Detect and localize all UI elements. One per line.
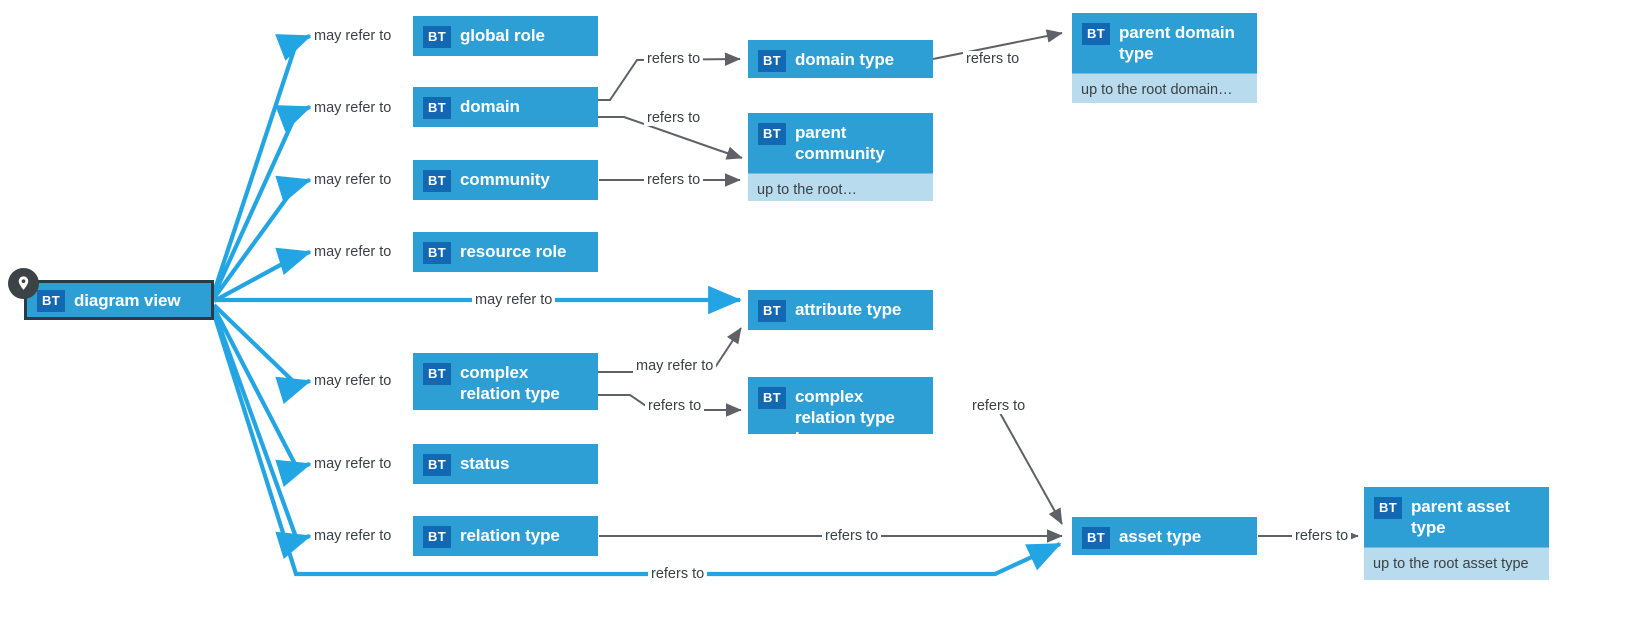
- edge-label-e13: refers to: [644, 172, 704, 188]
- node-community[interactable]: BT community: [413, 160, 598, 200]
- node-header: BT global role: [413, 16, 598, 57]
- bt-badge-icon: BT: [758, 300, 786, 322]
- node-title: relation type: [459, 526, 560, 545]
- node-title: attribute type: [794, 300, 902, 319]
- edge-label-e8: may refer to: [311, 528, 395, 544]
- node-header: BT attribute type: [748, 290, 933, 331]
- map-pin-glyph: [18, 276, 29, 290]
- edge-label-e7: may refer to: [311, 456, 395, 472]
- edge-e4: [212, 247, 312, 303]
- bt-badge-icon: BT: [37, 290, 65, 312]
- edge-label-e16: refers to: [969, 398, 1029, 414]
- node-parent-asset-type[interactable]: BT parent asset type up to the root asse…: [1364, 487, 1549, 580]
- node-relation-type[interactable]: BT relation type: [413, 516, 598, 556]
- bt-badge-icon: BT: [1374, 497, 1402, 519]
- node-attribute-type[interactable]: BT attribute type: [748, 290, 933, 330]
- node-subtitle: up to the root asset type: [1364, 547, 1549, 580]
- edge-label-e15: refers to: [645, 398, 705, 414]
- node-header: BT complex relation type leg: [748, 377, 933, 458]
- edge-label-e6: may refer to: [311, 373, 395, 389]
- node-global-role[interactable]: BT global role: [413, 16, 598, 56]
- bt-badge-icon: BT: [423, 97, 451, 119]
- node-title: global role: [459, 26, 545, 45]
- edge-e7: [212, 307, 312, 488]
- node-title: parent community: [794, 123, 885, 163]
- edge-label-e12: refers to: [963, 51, 1023, 67]
- node-asset-type[interactable]: BT asset type: [1072, 517, 1257, 555]
- node-subtitle: up to the root…: [748, 173, 933, 201]
- node-domain[interactable]: BT domain: [413, 87, 598, 127]
- node-subtitle: up to the root domain…: [1072, 73, 1257, 103]
- node-status[interactable]: BT status: [413, 444, 598, 484]
- edge-e3: [212, 175, 312, 300]
- bt-badge-icon: BT: [423, 363, 451, 385]
- node-title: resource role: [459, 242, 567, 261]
- node-title: diagram view: [73, 291, 181, 310]
- bt-badge-icon: BT: [758, 50, 786, 72]
- bt-badge-icon: BT: [758, 387, 786, 409]
- edge-label-e3: may refer to: [311, 172, 395, 188]
- bt-badge-icon: BT: [423, 26, 451, 48]
- node-title: domain: [459, 97, 520, 116]
- edge-label-e14: may refer to: [633, 358, 717, 374]
- node-title: community: [459, 170, 550, 189]
- bt-badge-icon: BT: [423, 454, 451, 476]
- node-header: BT community: [413, 160, 598, 201]
- edge-label-e11: refers to: [644, 110, 704, 126]
- node-title: status: [459, 454, 510, 473]
- node-header: BT resource role: [413, 232, 598, 273]
- edge-e2: [212, 105, 312, 296]
- bt-badge-icon: BT: [423, 242, 451, 264]
- edge-e8: [212, 310, 312, 560]
- edge-label-e5: may refer to: [472, 292, 556, 308]
- node-header: BT parent community: [748, 113, 933, 173]
- node-header: BT relation type: [413, 516, 598, 557]
- node-header: BT parent asset type: [1364, 487, 1549, 547]
- bt-badge-icon: BT: [423, 526, 451, 548]
- node-complex-relation-type-leg[interactable]: BT complex relation type leg: [748, 377, 933, 448]
- node-parent-domain-type[interactable]: BT parent domain type up to the root dom…: [1072, 13, 1257, 103]
- node-title: domain type: [794, 50, 894, 69]
- bt-badge-icon: BT: [1082, 23, 1110, 45]
- node-title: parent asset type: [1410, 497, 1510, 537]
- bt-badge-icon: BT: [758, 123, 786, 145]
- node-diagram-view[interactable]: BT diagram view: [24, 280, 214, 320]
- edge-label-e2: may refer to: [311, 100, 395, 116]
- edge-label-e9: refers to: [648, 566, 708, 582]
- edge-e1: [212, 34, 312, 293]
- map-pin-icon: [8, 268, 39, 299]
- node-parent-community[interactable]: BT parent community up to the root…: [748, 113, 933, 201]
- node-header: BT diagram view: [27, 283, 211, 318]
- node-header: BT domain: [413, 87, 598, 128]
- node-title: complex relation type leg: [794, 387, 895, 448]
- node-header: BT domain type: [748, 40, 933, 81]
- edge-label-e17: refers to: [822, 528, 882, 544]
- edge-label-e18: refers to: [1292, 528, 1352, 544]
- bt-badge-icon: BT: [1082, 527, 1110, 549]
- edge-label-e1: may refer to: [311, 28, 395, 44]
- node-title: parent domain type: [1118, 23, 1235, 63]
- node-header: BT asset type: [1072, 517, 1257, 558]
- edge-e6: [212, 303, 312, 405]
- bt-badge-icon: BT: [423, 170, 451, 192]
- edge-label-e10: refers to: [644, 51, 704, 67]
- node-title: asset type: [1118, 527, 1202, 546]
- edge-label-e4: may refer to: [311, 244, 395, 260]
- edge-e16: [999, 412, 1063, 525]
- node-header: BT complex relation type: [413, 353, 598, 413]
- node-domain-type[interactable]: BT domain type: [748, 40, 933, 78]
- node-header: BT status: [413, 444, 598, 485]
- node-resource-role[interactable]: BT resource role: [413, 232, 598, 272]
- node-header: BT parent domain type: [1072, 13, 1257, 73]
- node-title: complex relation type: [459, 363, 560, 403]
- node-complex-relation-type[interactable]: BT complex relation type: [413, 353, 598, 410]
